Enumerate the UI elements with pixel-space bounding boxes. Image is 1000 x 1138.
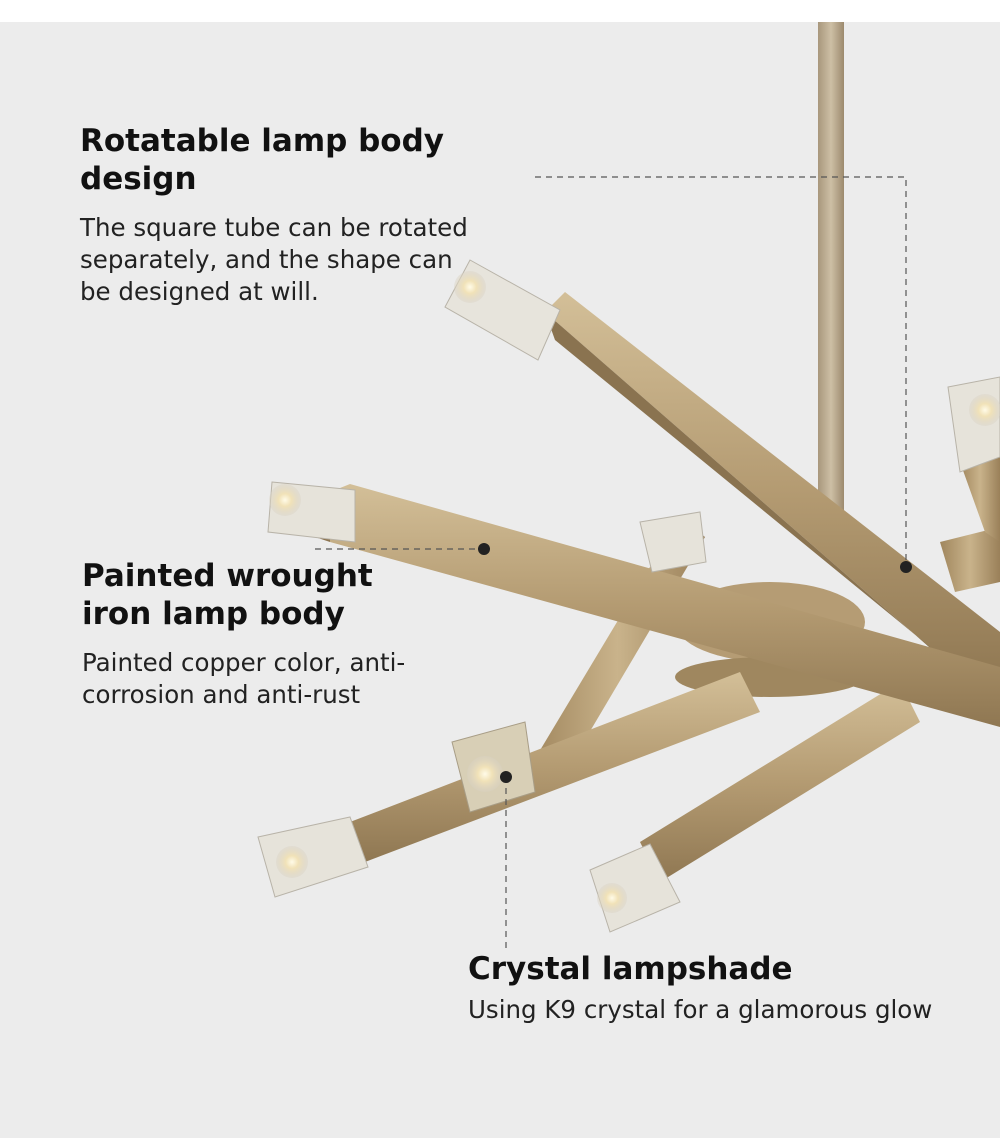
callout-title: Painted wrought iron lamp body [82,558,373,632]
callout-description: Using K9 crystal for a glamorous glow [468,995,933,1024]
hanging-rod [818,22,844,522]
callout-rotatable-design: Rotatable lamp body design The square tu… [80,122,550,308]
crystal-lampshade [257,816,369,898]
lamp-arm [940,527,1000,592]
crystal-lampshade [444,259,561,361]
callout-crystal-lampshade: Crystal lampshade Using K9 crystal for a… [468,950,978,1026]
callout-wrought-iron-body: Painted wrought iron lamp body Painted c… [82,557,442,711]
lamp-arm [350,672,760,862]
callout-dot-3 [500,771,512,783]
lamp-arm [545,292,1000,687]
callout-description: The square tube can be rotated separatel… [80,213,468,306]
callout-dot-2 [478,543,490,555]
product-feature-image: Rotatable lamp body design The square tu… [0,22,1000,1138]
chandelier-illustration [257,22,1000,950]
lamp-arm [330,484,1000,727]
lamp-arm [640,682,920,882]
callout-title: Crystal lampshade [468,951,793,987]
crystal-lampshade [267,481,356,543]
callout-leader-1 [535,176,907,567]
crystal-lampshade [451,721,536,813]
callout-title: Rotatable lamp body design [80,123,444,197]
callout-dot-1 [900,561,912,573]
crystal-lampshade [947,376,1000,473]
crystal-lampshade [639,511,707,573]
callout-description: Painted copper color, anti-corrosion and… [82,648,406,709]
crystal-lampshade [589,843,681,933]
